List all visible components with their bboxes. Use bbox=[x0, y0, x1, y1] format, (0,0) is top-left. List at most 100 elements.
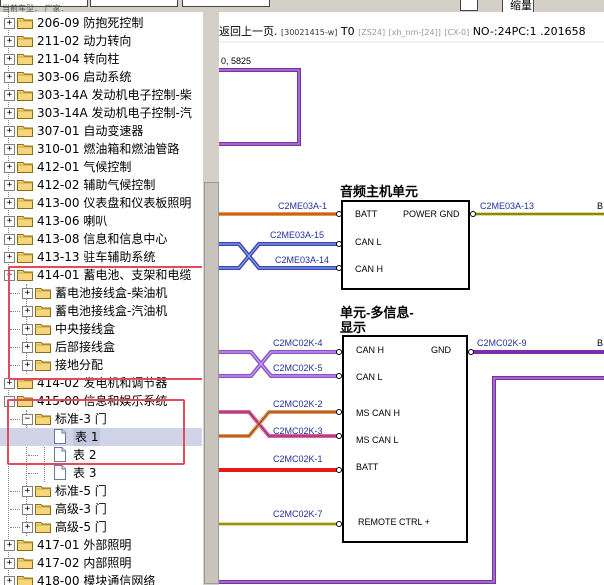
collapse-toggle-icon[interactable]: − bbox=[4, 396, 15, 407]
expand-toggle-icon[interactable]: + bbox=[4, 540, 15, 551]
unit2-pin-remote: REMOTE CTRL + bbox=[358, 517, 430, 527]
pin-circle bbox=[336, 467, 342, 473]
tree-leaf-table[interactable]: 表 3 bbox=[0, 464, 202, 482]
tree-leaf-table[interactable]: 表 2 bbox=[0, 446, 202, 464]
expand-toggle-icon[interactable]: + bbox=[4, 144, 15, 155]
tree-node[interactable]: +413-13 驻车辅助系统 bbox=[0, 248, 202, 266]
expand-toggle-icon[interactable]: + bbox=[4, 180, 15, 191]
scrollbar-thumb[interactable] bbox=[204, 182, 219, 584]
folder-icon bbox=[35, 520, 51, 533]
expand-toggle-icon[interactable]: + bbox=[4, 72, 15, 83]
tree-node[interactable]: +412-01 气候控制 bbox=[0, 158, 202, 176]
pin-circle bbox=[336, 521, 342, 527]
unit2-pin-ms-can-l: MS CAN L bbox=[356, 435, 399, 445]
tree-node-label: 412-01 气候控制 bbox=[37, 160, 132, 174]
expand-toggle-icon[interactable]: + bbox=[4, 36, 15, 47]
tree-node-label: 415-00 信息和娱乐系统 bbox=[37, 394, 168, 408]
toolbar-button-1[interactable] bbox=[0, 0, 88, 7]
tree-node-label: 303-14A 发动机电子控制-汽 bbox=[37, 106, 192, 120]
tree-subnode[interactable]: +高级-3 门 bbox=[0, 500, 202, 518]
wiring-diagram: 返回上一页. [30021415-w] T0 [ZS24] [xh_nm-[24… bbox=[219, 12, 604, 585]
tree-leaf-table[interactable]: 表 1 bbox=[0, 428, 202, 446]
expand-toggle-icon[interactable]: + bbox=[4, 90, 15, 101]
pin-circle bbox=[336, 211, 342, 217]
unit2-pin-can-h: CAN H bbox=[356, 345, 384, 355]
tree-node[interactable]: +303-14A 发动机电子控制-柴 bbox=[0, 86, 202, 104]
expand-toggle-icon[interactable]: + bbox=[4, 126, 15, 137]
diagram-canvas: 0, 5825 音频主机单元 BATT POWER GND CAN L CAN … bbox=[219, 41, 604, 584]
tree-subnode[interactable]: +蓄电池接线盒-柴油机 bbox=[0, 284, 202, 302]
tree-node[interactable]: +413-00 仪表盘和仪表板照明 bbox=[0, 194, 202, 212]
expand-toggle-icon[interactable]: + bbox=[4, 162, 15, 173]
tree-subnode[interactable]: + 标准-5 门 bbox=[0, 482, 202, 500]
tree-node[interactable]: +412-02 辅助气候控制 bbox=[0, 176, 202, 194]
toolbar-button-2[interactable] bbox=[90, 0, 178, 7]
tree-node-label: 表 3 bbox=[73, 466, 97, 480]
tree-branch-line bbox=[10, 365, 20, 366]
tree-branch-line bbox=[28, 455, 38, 456]
expand-toggle-icon[interactable]: + bbox=[4, 108, 15, 119]
folder-icon bbox=[17, 16, 33, 29]
tree-subnode[interactable]: +后部接线盒 bbox=[0, 338, 202, 356]
back-link[interactable]: 返回上一页. bbox=[219, 25, 278, 38]
edge-letter-2: B bbox=[597, 338, 603, 348]
tree-node[interactable]: +206-09 防抱死控制 bbox=[0, 14, 202, 32]
folder-icon bbox=[17, 34, 33, 47]
expand-toggle-icon[interactable]: + bbox=[4, 576, 15, 585]
tree-scrollbar[interactable] bbox=[202, 12, 219, 585]
tree-subnode[interactable]: −标准-3 门 bbox=[0, 410, 202, 428]
tree-node[interactable]: +418-00 模块通信网络 bbox=[0, 572, 202, 585]
tree-branch-line bbox=[10, 491, 20, 492]
tree-subnode[interactable]: +中央接线盒 bbox=[0, 320, 202, 338]
expand-toggle-icon[interactable]: + bbox=[4, 54, 15, 65]
expand-toggle-icon[interactable]: + bbox=[4, 558, 15, 569]
expand-toggle-icon[interactable]: + bbox=[4, 18, 15, 29]
folder-icon bbox=[35, 502, 51, 515]
folder-icon bbox=[17, 106, 33, 119]
toolbar-button-3[interactable] bbox=[182, 0, 270, 7]
expand-toggle-icon[interactable]: + bbox=[4, 252, 15, 263]
expand-toggle-icon[interactable]: + bbox=[22, 324, 33, 335]
conn-label-2: C2ME03A-13 bbox=[480, 201, 534, 211]
tree-node[interactable]: +417-02 内部照明 bbox=[0, 554, 202, 572]
conn-label-4: C2ME03A-14 bbox=[275, 255, 329, 265]
tree-subnode[interactable]: +高级-5 门 bbox=[0, 518, 202, 536]
tree-subnode[interactable]: +接地分配 bbox=[0, 356, 202, 374]
tree-node-label: 412-02 辅助气候控制 bbox=[37, 178, 156, 192]
doc-id: [30021415-w] bbox=[281, 28, 338, 37]
folder-icon bbox=[17, 574, 33, 585]
highlight-box-414-01 bbox=[8, 266, 202, 380]
folder-icon bbox=[17, 538, 33, 551]
expand-toggle-icon[interactable]: + bbox=[22, 288, 33, 299]
expand-toggle-icon[interactable]: + bbox=[4, 234, 15, 245]
tree-branch-line bbox=[10, 527, 20, 528]
pin-circle bbox=[336, 349, 342, 355]
toolbar-icon-box[interactable] bbox=[460, 0, 478, 11]
tree-node[interactable]: +307-01 自动变速器 bbox=[0, 122, 202, 140]
expand-toggle-icon[interactable]: + bbox=[22, 486, 33, 497]
folder-icon bbox=[35, 358, 51, 371]
tree-node[interactable]: − 415-00 信息和娱乐系统 bbox=[0, 392, 202, 410]
expand-toggle-icon[interactable]: + bbox=[4, 198, 15, 209]
tree-node[interactable]: +303-06 启动系统 bbox=[0, 68, 202, 86]
tree-node-label: 标准-5 门 bbox=[55, 484, 107, 498]
tree-node[interactable]: +417-01 外部照明 bbox=[0, 536, 202, 554]
tree-node[interactable]: +310-01 燃油箱和燃油管路 bbox=[0, 140, 202, 158]
collapse-toggle-icon[interactable]: − bbox=[22, 414, 33, 425]
tree-node[interactable]: +211-02 动力转向 bbox=[0, 32, 202, 50]
unit2-box bbox=[342, 335, 468, 543]
expand-toggle-icon[interactable]: + bbox=[4, 216, 15, 227]
tree-node[interactable]: +303-14A 发动机电子控制-汽 bbox=[0, 104, 202, 122]
tree-node[interactable]: +413-08 信息和信息中心 bbox=[0, 230, 202, 248]
expand-toggle-icon[interactable]: + bbox=[22, 522, 33, 533]
conn-label-6: C2MC02K-9 bbox=[477, 338, 527, 348]
expand-toggle-icon[interactable]: + bbox=[22, 360, 33, 371]
tree-node[interactable]: +211-04 转向柱 bbox=[0, 50, 202, 68]
expand-toggle-icon[interactable]: + bbox=[22, 306, 33, 317]
tree-subnode[interactable]: +蓄电池接线盒-汽油机 bbox=[0, 302, 202, 320]
expand-toggle-icon[interactable]: + bbox=[22, 504, 33, 515]
unit2-pin-can-l: CAN L bbox=[356, 372, 383, 382]
zoom-button[interactable] bbox=[502, 0, 534, 12]
tree-node[interactable]: +413-06 喇叭 bbox=[0, 212, 202, 230]
expand-toggle-icon[interactable]: + bbox=[22, 342, 33, 353]
